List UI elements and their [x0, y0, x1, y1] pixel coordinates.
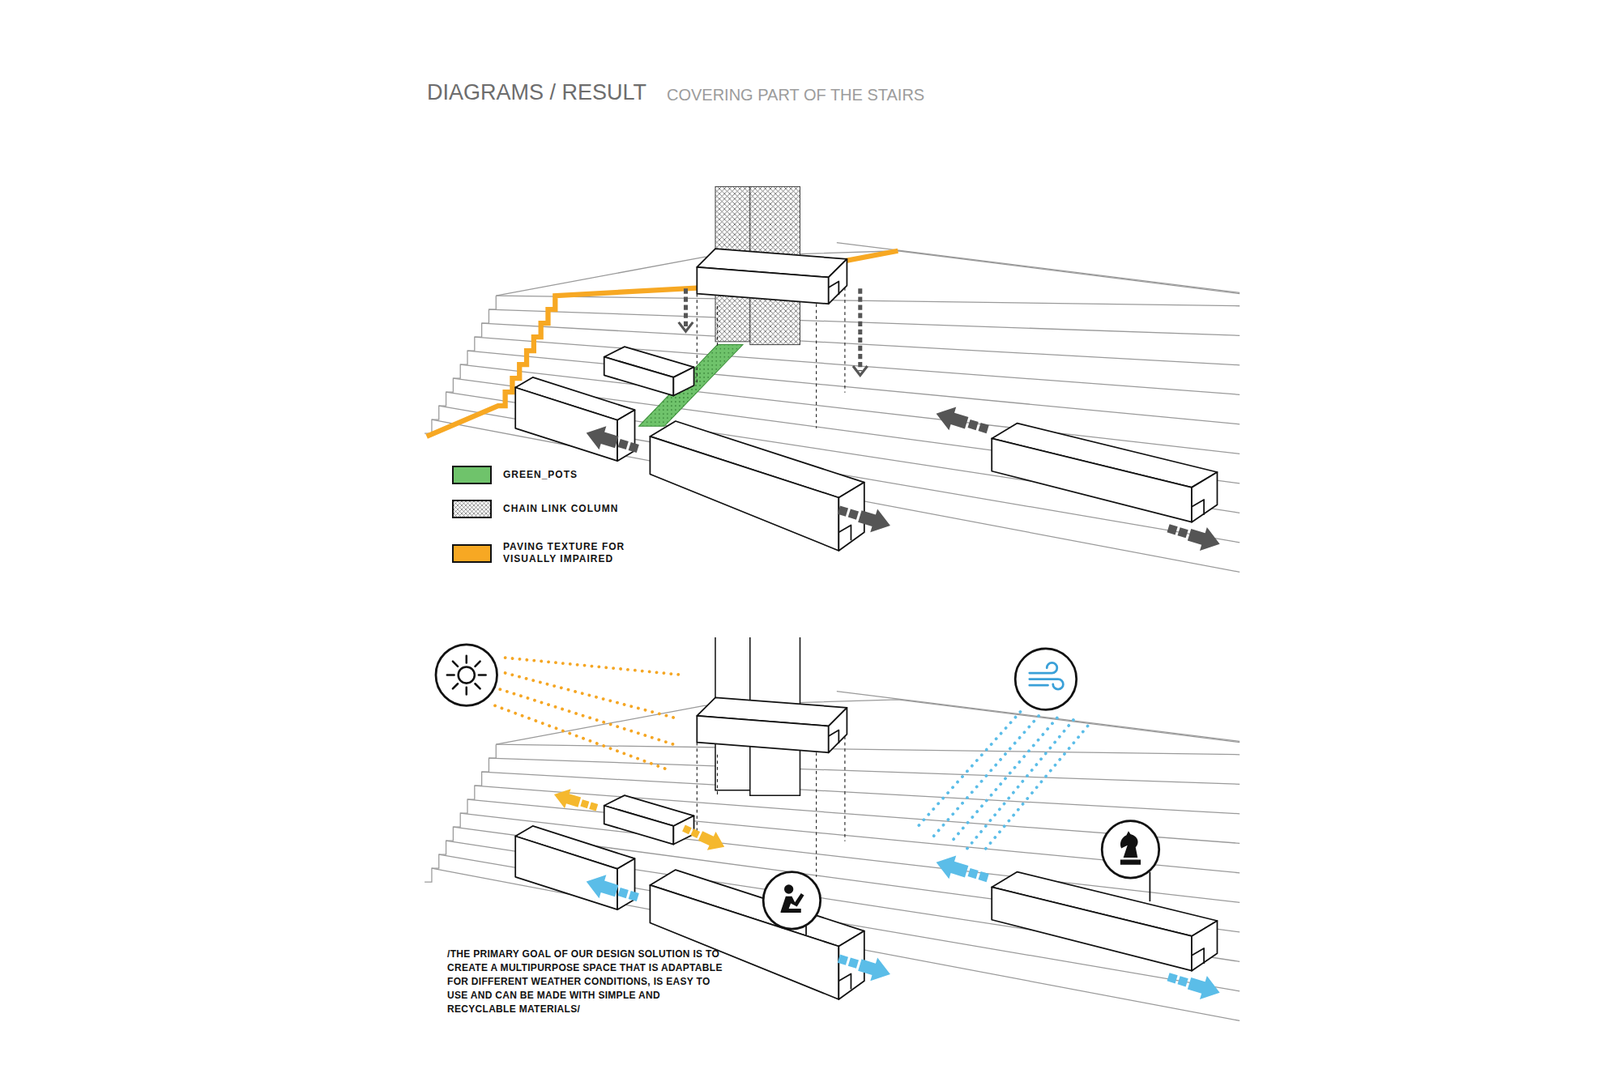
legend-text: GREEN_POTS	[503, 469, 578, 482]
icon-leader	[1149, 872, 1152, 903]
projection-lines	[696, 736, 845, 878]
legend-swatch	[452, 544, 492, 564]
sun-icon	[435, 644, 498, 707]
motion-arrow	[679, 819, 730, 857]
legend-item: PAVING TEXTURE FOR VISUALLY IMPAIRED	[452, 541, 645, 566]
motion-arrow	[1164, 965, 1224, 1005]
canopy-block	[696, 697, 847, 753]
motion-arrows	[582, 401, 1224, 556]
legend-item: GREEN_POTS	[452, 465, 578, 485]
legend-swatch	[452, 465, 492, 485]
motion-arrow	[835, 498, 894, 538]
stair-treads	[424, 243, 1240, 573]
lowering-arrowheads	[678, 322, 868, 376]
bench-blocks	[515, 346, 1217, 551]
design-note: /THE PRIMARY GOAL OF OUR DESIGN SOLUTION…	[447, 947, 731, 1017]
top-panel	[424, 186, 1240, 572]
motion-arrow	[932, 850, 991, 890]
legend-text: CHAIN LINK COLUMN	[503, 503, 619, 516]
motion-arrow	[582, 870, 641, 909]
title: DIAGRAMS / RESULT	[426, 81, 647, 104]
wind-lines	[918, 712, 1088, 854]
legend-item: CHAIN LINK COLUMN	[452, 499, 619, 519]
chess-knight-icon	[1101, 821, 1160, 879]
motion-arrow	[932, 401, 991, 441]
sun-rays	[494, 657, 684, 771]
bottom-panel	[424, 637, 1240, 1021]
hatch-sample	[453, 501, 491, 517]
stair-treads	[424, 691, 1240, 1022]
projection-lines	[696, 287, 845, 429]
subtitle: COVERING PART OF THE STAIRS	[666, 86, 925, 103]
legend-swatch	[452, 499, 492, 519]
motion-arrow	[550, 785, 600, 818]
motion-arrow	[835, 947, 894, 986]
wind-icon	[1015, 648, 1077, 711]
reading-icon	[763, 872, 821, 931]
motion-arrow	[582, 421, 641, 461]
legend-text: PAVING TEXTURE FOR VISUALLY IMPAIRED	[503, 541, 645, 566]
motion-arrow	[1164, 516, 1224, 556]
lowering-arrows	[685, 288, 860, 372]
sun-motion-arrows	[550, 785, 729, 857]
canopy-block	[696, 248, 847, 304]
